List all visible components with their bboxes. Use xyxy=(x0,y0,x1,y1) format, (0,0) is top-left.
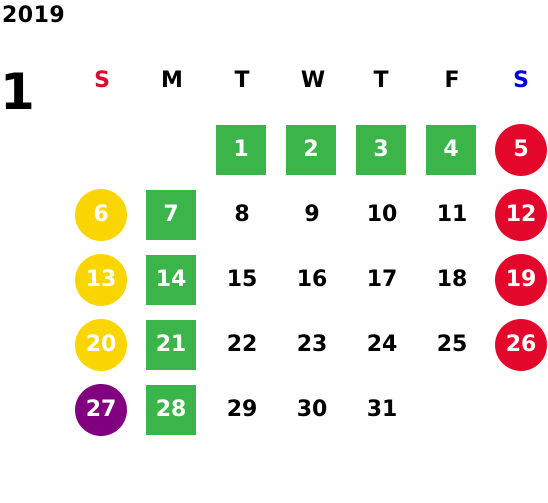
day-cell-8[interactable]: 8 xyxy=(234,202,250,227)
weekday-header-mon: M xyxy=(161,68,183,93)
day-cell-23[interactable]: 23 xyxy=(296,332,328,357)
day-cell-24[interactable]: 24 xyxy=(366,332,398,357)
day-cell-7[interactable]: 7 xyxy=(146,190,196,240)
day-cell-21[interactable]: 21 xyxy=(146,320,196,370)
day-cell-3[interactable]: 3 xyxy=(356,125,406,175)
day-cell-25[interactable]: 25 xyxy=(436,332,468,357)
day-cell-29[interactable]: 29 xyxy=(226,397,258,422)
weekday-header-thu: T xyxy=(373,68,389,93)
weekday-header-sun: S xyxy=(94,68,110,93)
weekday-header-tue: T xyxy=(234,68,250,93)
day-cell-20[interactable]: 20 xyxy=(75,319,127,371)
day-cell-5[interactable]: 5 xyxy=(495,124,547,176)
day-cell-26[interactable]: 26 xyxy=(495,319,547,371)
day-cell-4[interactable]: 4 xyxy=(426,125,476,175)
day-cell-19[interactable]: 19 xyxy=(495,254,547,306)
day-cell-28[interactable]: 28 xyxy=(146,385,196,435)
day-cell-31[interactable]: 31 xyxy=(366,397,398,422)
day-cell-30[interactable]: 30 xyxy=(296,397,328,422)
day-cell-13[interactable]: 13 xyxy=(75,254,127,306)
day-cell-2[interactable]: 2 xyxy=(286,125,336,175)
day-cell-17[interactable]: 17 xyxy=(366,267,398,292)
day-cell-14[interactable]: 14 xyxy=(146,255,196,305)
day-cell-27[interactable]: 27 xyxy=(75,384,127,436)
day-cell-9[interactable]: 9 xyxy=(304,202,320,227)
month-label: 1 xyxy=(0,63,35,121)
weekday-header-sat: S xyxy=(513,68,529,93)
year-label: 2019 xyxy=(2,3,66,28)
day-cell-16[interactable]: 16 xyxy=(296,267,328,292)
day-cell-6[interactable]: 6 xyxy=(75,189,127,241)
weekday-header-wed: W xyxy=(300,68,326,93)
day-cell-1[interactable]: 1 xyxy=(216,125,266,175)
day-cell-11[interactable]: 11 xyxy=(436,202,468,227)
day-cell-12[interactable]: 12 xyxy=(495,189,547,241)
day-cell-22[interactable]: 22 xyxy=(226,332,258,357)
weekday-header-fri: F xyxy=(444,68,460,93)
day-cell-10[interactable]: 10 xyxy=(366,202,398,227)
day-cell-18[interactable]: 18 xyxy=(436,267,468,292)
day-cell-15[interactable]: 15 xyxy=(226,267,258,292)
